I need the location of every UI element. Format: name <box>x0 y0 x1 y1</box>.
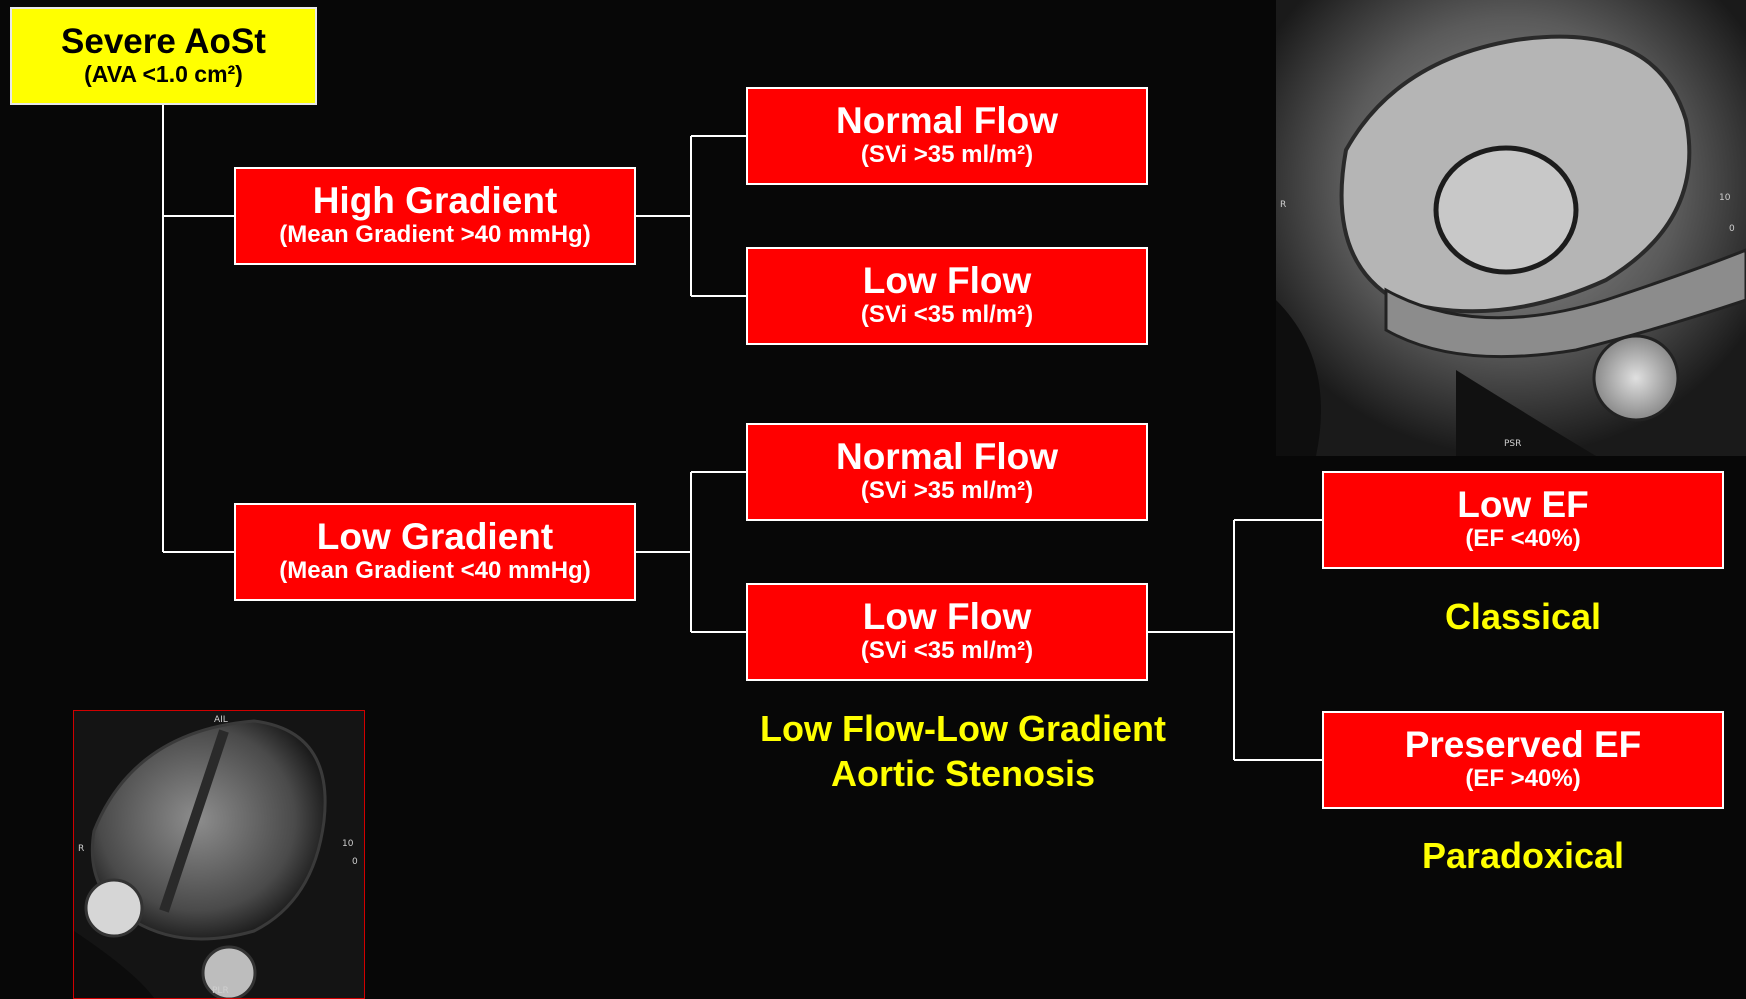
root-node-severe-aost: Severe AoSt (AVA <1.0 cm²) <box>10 7 317 105</box>
lflg-caption-line1: Low Flow-Low Gradient <box>746 706 1180 751</box>
high-gradient-title: High Gradient <box>313 182 558 221</box>
mri-bottom-label-left: R <box>78 844 84 854</box>
node-preserved-ef: Preserved EF (EF >40%) <box>1322 711 1724 809</box>
high-low-flow-title: Low Flow <box>863 262 1032 301</box>
node-high-gradient: High Gradient (Mean Gradient >40 mmHg) <box>234 167 636 265</box>
node-high-normal-flow: Normal Flow (SVi >35 ml/m²) <box>746 87 1148 185</box>
mri-bottom-label-right2: 0 <box>352 857 358 867</box>
high-normal-flow-subtitle: (SVi >35 ml/m²) <box>861 141 1033 170</box>
cardiac-mri-image-top: R 10 0 PSR <box>1276 0 1746 456</box>
root-subtitle: (AVA <1.0 cm²) <box>84 61 243 89</box>
cardiac-mri-graphic-bottom <box>74 711 364 998</box>
low-low-flow-subtitle: (SVi <35 ml/m²) <box>861 637 1033 666</box>
low-low-flow-title: Low Flow <box>863 598 1032 637</box>
mri-bottom-label-right: 10 <box>342 839 353 849</box>
node-low-ef: Low EF (EF <40%) <box>1322 471 1724 569</box>
node-low-normal-flow: Normal Flow (SVi >35 ml/m²) <box>746 423 1148 521</box>
mri-top-label-right: 10 <box>1719 193 1730 203</box>
low-ef-subtitle: (EF <40%) <box>1465 525 1580 554</box>
low-ef-title: Low EF <box>1457 486 1589 525</box>
preserved-ef-subtitle: (EF >40%) <box>1465 765 1580 794</box>
node-low-gradient: Low Gradient (Mean Gradient <40 mmHg) <box>234 503 636 601</box>
mri-top-label-left: R <box>1280 200 1286 210</box>
mri-bottom-label-top: AIL <box>214 715 228 725</box>
classical-caption: Classical <box>1322 594 1724 639</box>
high-low-flow-subtitle: (SVi <35 ml/m²) <box>861 301 1033 330</box>
mri-top-label-right2: 0 <box>1729 224 1735 234</box>
lflg-caption-line2: Aortic Stenosis <box>746 751 1180 796</box>
low-normal-flow-subtitle: (SVi >35 ml/m²) <box>861 477 1033 506</box>
low-gradient-title: Low Gradient <box>317 518 553 557</box>
cardiac-mri-graphic-top <box>1276 0 1746 456</box>
mri-top-label-bottom: PSR <box>1504 439 1521 449</box>
node-low-low-flow: Low Flow (SVi <35 ml/m²) <box>746 583 1148 681</box>
lflg-caption: Low Flow-Low Gradient Aortic Stenosis <box>746 706 1180 796</box>
node-high-low-flow: Low Flow (SVi <35 ml/m²) <box>746 247 1148 345</box>
low-gradient-subtitle: (Mean Gradient <40 mmHg) <box>279 557 590 586</box>
paradoxical-caption: Paradoxical <box>1322 833 1724 878</box>
high-gradient-subtitle: (Mean Gradient >40 mmHg) <box>279 221 590 250</box>
mri-bottom-label-bottom: PLR <box>212 986 229 996</box>
preserved-ef-title: Preserved EF <box>1405 726 1642 765</box>
cardiac-mri-image-bottom: AIL R 10 0 PLR <box>73 710 365 999</box>
high-normal-flow-title: Normal Flow <box>836 102 1058 141</box>
root-title: Severe AoSt <box>61 24 266 61</box>
low-normal-flow-title: Normal Flow <box>836 438 1058 477</box>
